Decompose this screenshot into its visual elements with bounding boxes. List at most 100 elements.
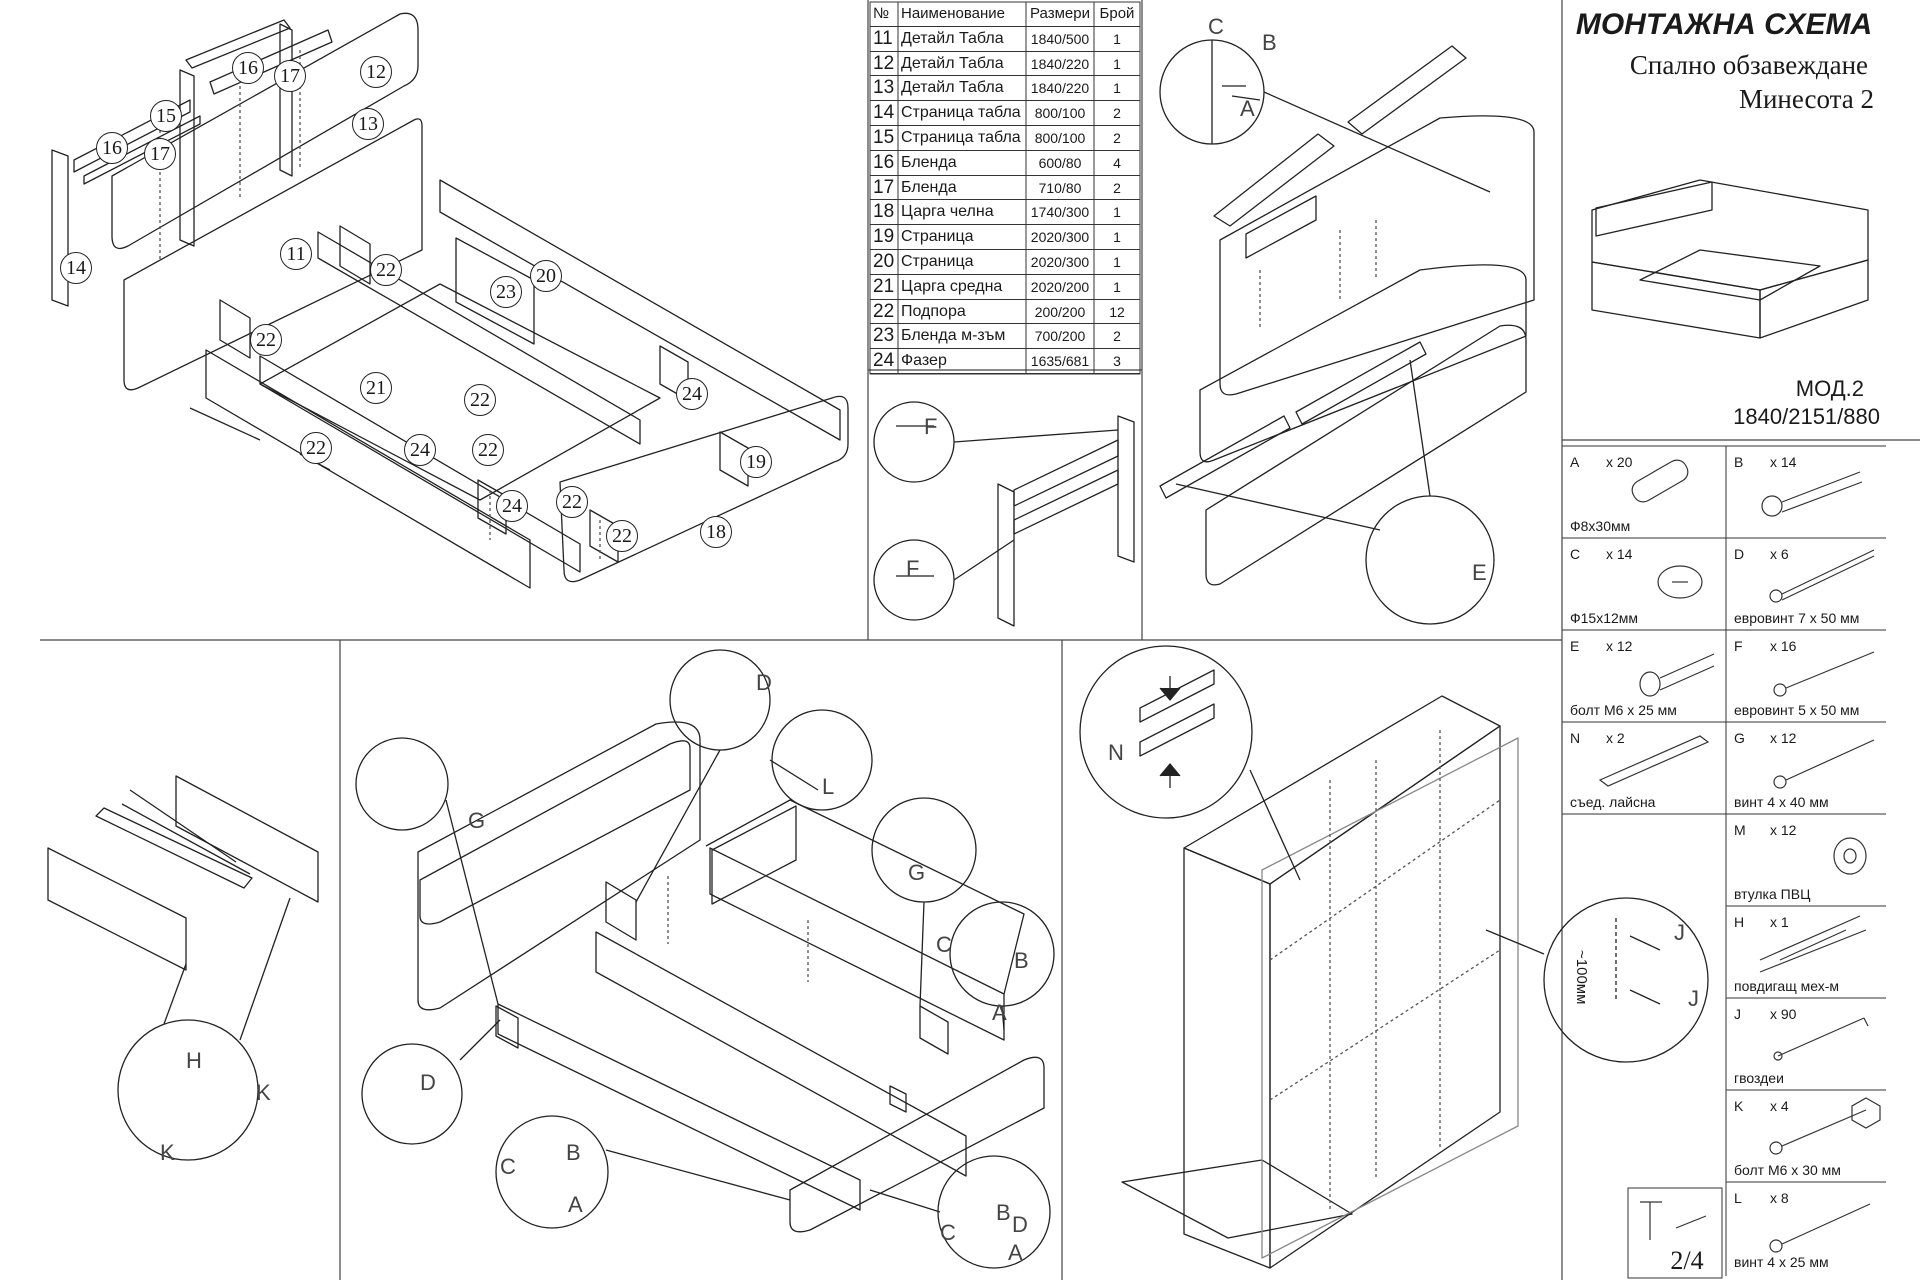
hardware-callout: B xyxy=(1262,30,1277,55)
page-title: МОНТАЖНА СХЕМА xyxy=(1575,8,1873,41)
part-callout: 15 xyxy=(150,100,182,132)
part-qty: 2 xyxy=(1113,129,1121,146)
hardware-quantity: x 12 xyxy=(1770,822,1797,838)
cam-bolt-icon xyxy=(1761,471,1863,517)
hardware-letter: G xyxy=(1734,730,1745,746)
hardware-callout: A xyxy=(1008,1240,1023,1265)
headboard-assembly-drawing xyxy=(1159,39,1535,625)
hardware-quantity: x 4 xyxy=(1770,1098,1789,1114)
hardware-name: съед. лайсна xyxy=(1570,794,1656,810)
hardware-callout: L xyxy=(822,774,835,799)
part-callout: 24 xyxy=(496,490,528,522)
part-number: 11 xyxy=(873,27,893,49)
lift-mechanism-icon xyxy=(1759,915,1867,973)
part-callout: 21 xyxy=(360,372,392,404)
header-cell: Брой xyxy=(1099,5,1135,22)
bed-preview-sketch xyxy=(1591,179,1869,339)
euro-screw-icon-d xyxy=(1769,549,1875,603)
part-callout: 13 xyxy=(352,108,384,140)
part-qty: 2 xyxy=(1113,179,1121,196)
part-callout: 19 xyxy=(740,446,772,478)
part-qty: 4 xyxy=(1113,154,1121,171)
hardware-callout: C xyxy=(1208,14,1224,39)
part-number: 14 xyxy=(873,102,895,124)
hardware-quantity: x 8 xyxy=(1770,1190,1789,1206)
hardware-callout: J xyxy=(1674,920,1685,945)
header-cell: № xyxy=(873,5,890,22)
hardware-callout: D xyxy=(420,1070,436,1095)
nail-icon xyxy=(1773,1017,1869,1061)
part-size: 600/80 xyxy=(1038,154,1082,171)
dimensions-label: 1840/2151/880 xyxy=(1733,404,1880,429)
part-size: 1840/500 xyxy=(1030,30,1090,47)
part-callout: 16 xyxy=(96,132,128,164)
cam-lock-icon xyxy=(1657,565,1703,599)
hardware-quantity: x 14 xyxy=(1770,454,1797,470)
part-number: 21 xyxy=(873,275,895,297)
hardware-letter: K xyxy=(1734,1098,1744,1114)
hardware-letter: N xyxy=(1570,730,1581,746)
part-name: Бленда xyxy=(901,153,957,171)
wood-screw-icon-g xyxy=(1773,739,1875,789)
part-name: Страница табла xyxy=(901,104,1021,122)
spacing-label: ~100мм xyxy=(1573,950,1590,1005)
hardware-name: Ф8x30мм xyxy=(1570,518,1631,534)
part-callout: 22 xyxy=(556,486,588,518)
part-qty: 1 xyxy=(1113,80,1121,97)
bolt-icon-e xyxy=(1639,653,1715,697)
part-name: Страница табла xyxy=(901,128,1021,146)
hardware-letter: J xyxy=(1734,1006,1741,1022)
part-name: Царга средна xyxy=(901,277,1003,295)
exploded-bed-drawing xyxy=(51,12,849,589)
tools-icon xyxy=(1640,1201,1707,1240)
part-qty: 12 xyxy=(1109,303,1125,320)
hardware-callout: K xyxy=(160,1140,175,1165)
part-qty: 1 xyxy=(1113,30,1121,47)
part-size: 1635/681 xyxy=(1030,353,1090,370)
part-number: 13 xyxy=(873,77,895,99)
part-number: 12 xyxy=(873,52,895,74)
part-qty: 3 xyxy=(1113,353,1121,370)
bolt-icon-k xyxy=(1769,1097,1881,1155)
part-number: 17 xyxy=(873,176,895,198)
hardware-letter: M xyxy=(1734,822,1746,838)
euro-screw-icon-f xyxy=(1773,651,1875,697)
part-name: Детайл Табла xyxy=(901,54,1004,72)
pvc-sleeve-icon xyxy=(1833,837,1867,875)
hardware-quantity: x 6 xyxy=(1770,546,1789,562)
hardware-callout: C xyxy=(940,1220,956,1245)
hardware-callout: N xyxy=(1108,740,1124,765)
hardware-callout: D xyxy=(756,670,772,695)
header-cell: Наименование xyxy=(901,5,1005,22)
hardware-quantity: x 90 xyxy=(1770,1006,1797,1022)
part-callout: 14 xyxy=(60,252,92,284)
cabinet-back-drawing xyxy=(1079,645,1709,1269)
wood-screw-icon-l xyxy=(1769,1203,1871,1253)
hardware-quantity: x 2 xyxy=(1606,730,1625,746)
page-number: 2/4 xyxy=(1670,1246,1704,1275)
part-number: 24 xyxy=(873,350,895,372)
hardware-name: Ф15x12мм xyxy=(1570,610,1639,626)
part-callout: 22 xyxy=(300,432,332,464)
part-number: 20 xyxy=(873,250,895,272)
hardware-letter: L xyxy=(1734,1190,1742,1206)
part-name: Царга челна xyxy=(901,203,994,221)
part-callout: 22 xyxy=(370,254,402,286)
part-size: 2020/300 xyxy=(1030,253,1090,270)
hardware-callout: B xyxy=(566,1140,581,1165)
hardware-icons xyxy=(1598,459,1881,1253)
hardware-name: евровинт 5 x 50 мм xyxy=(1734,702,1860,718)
